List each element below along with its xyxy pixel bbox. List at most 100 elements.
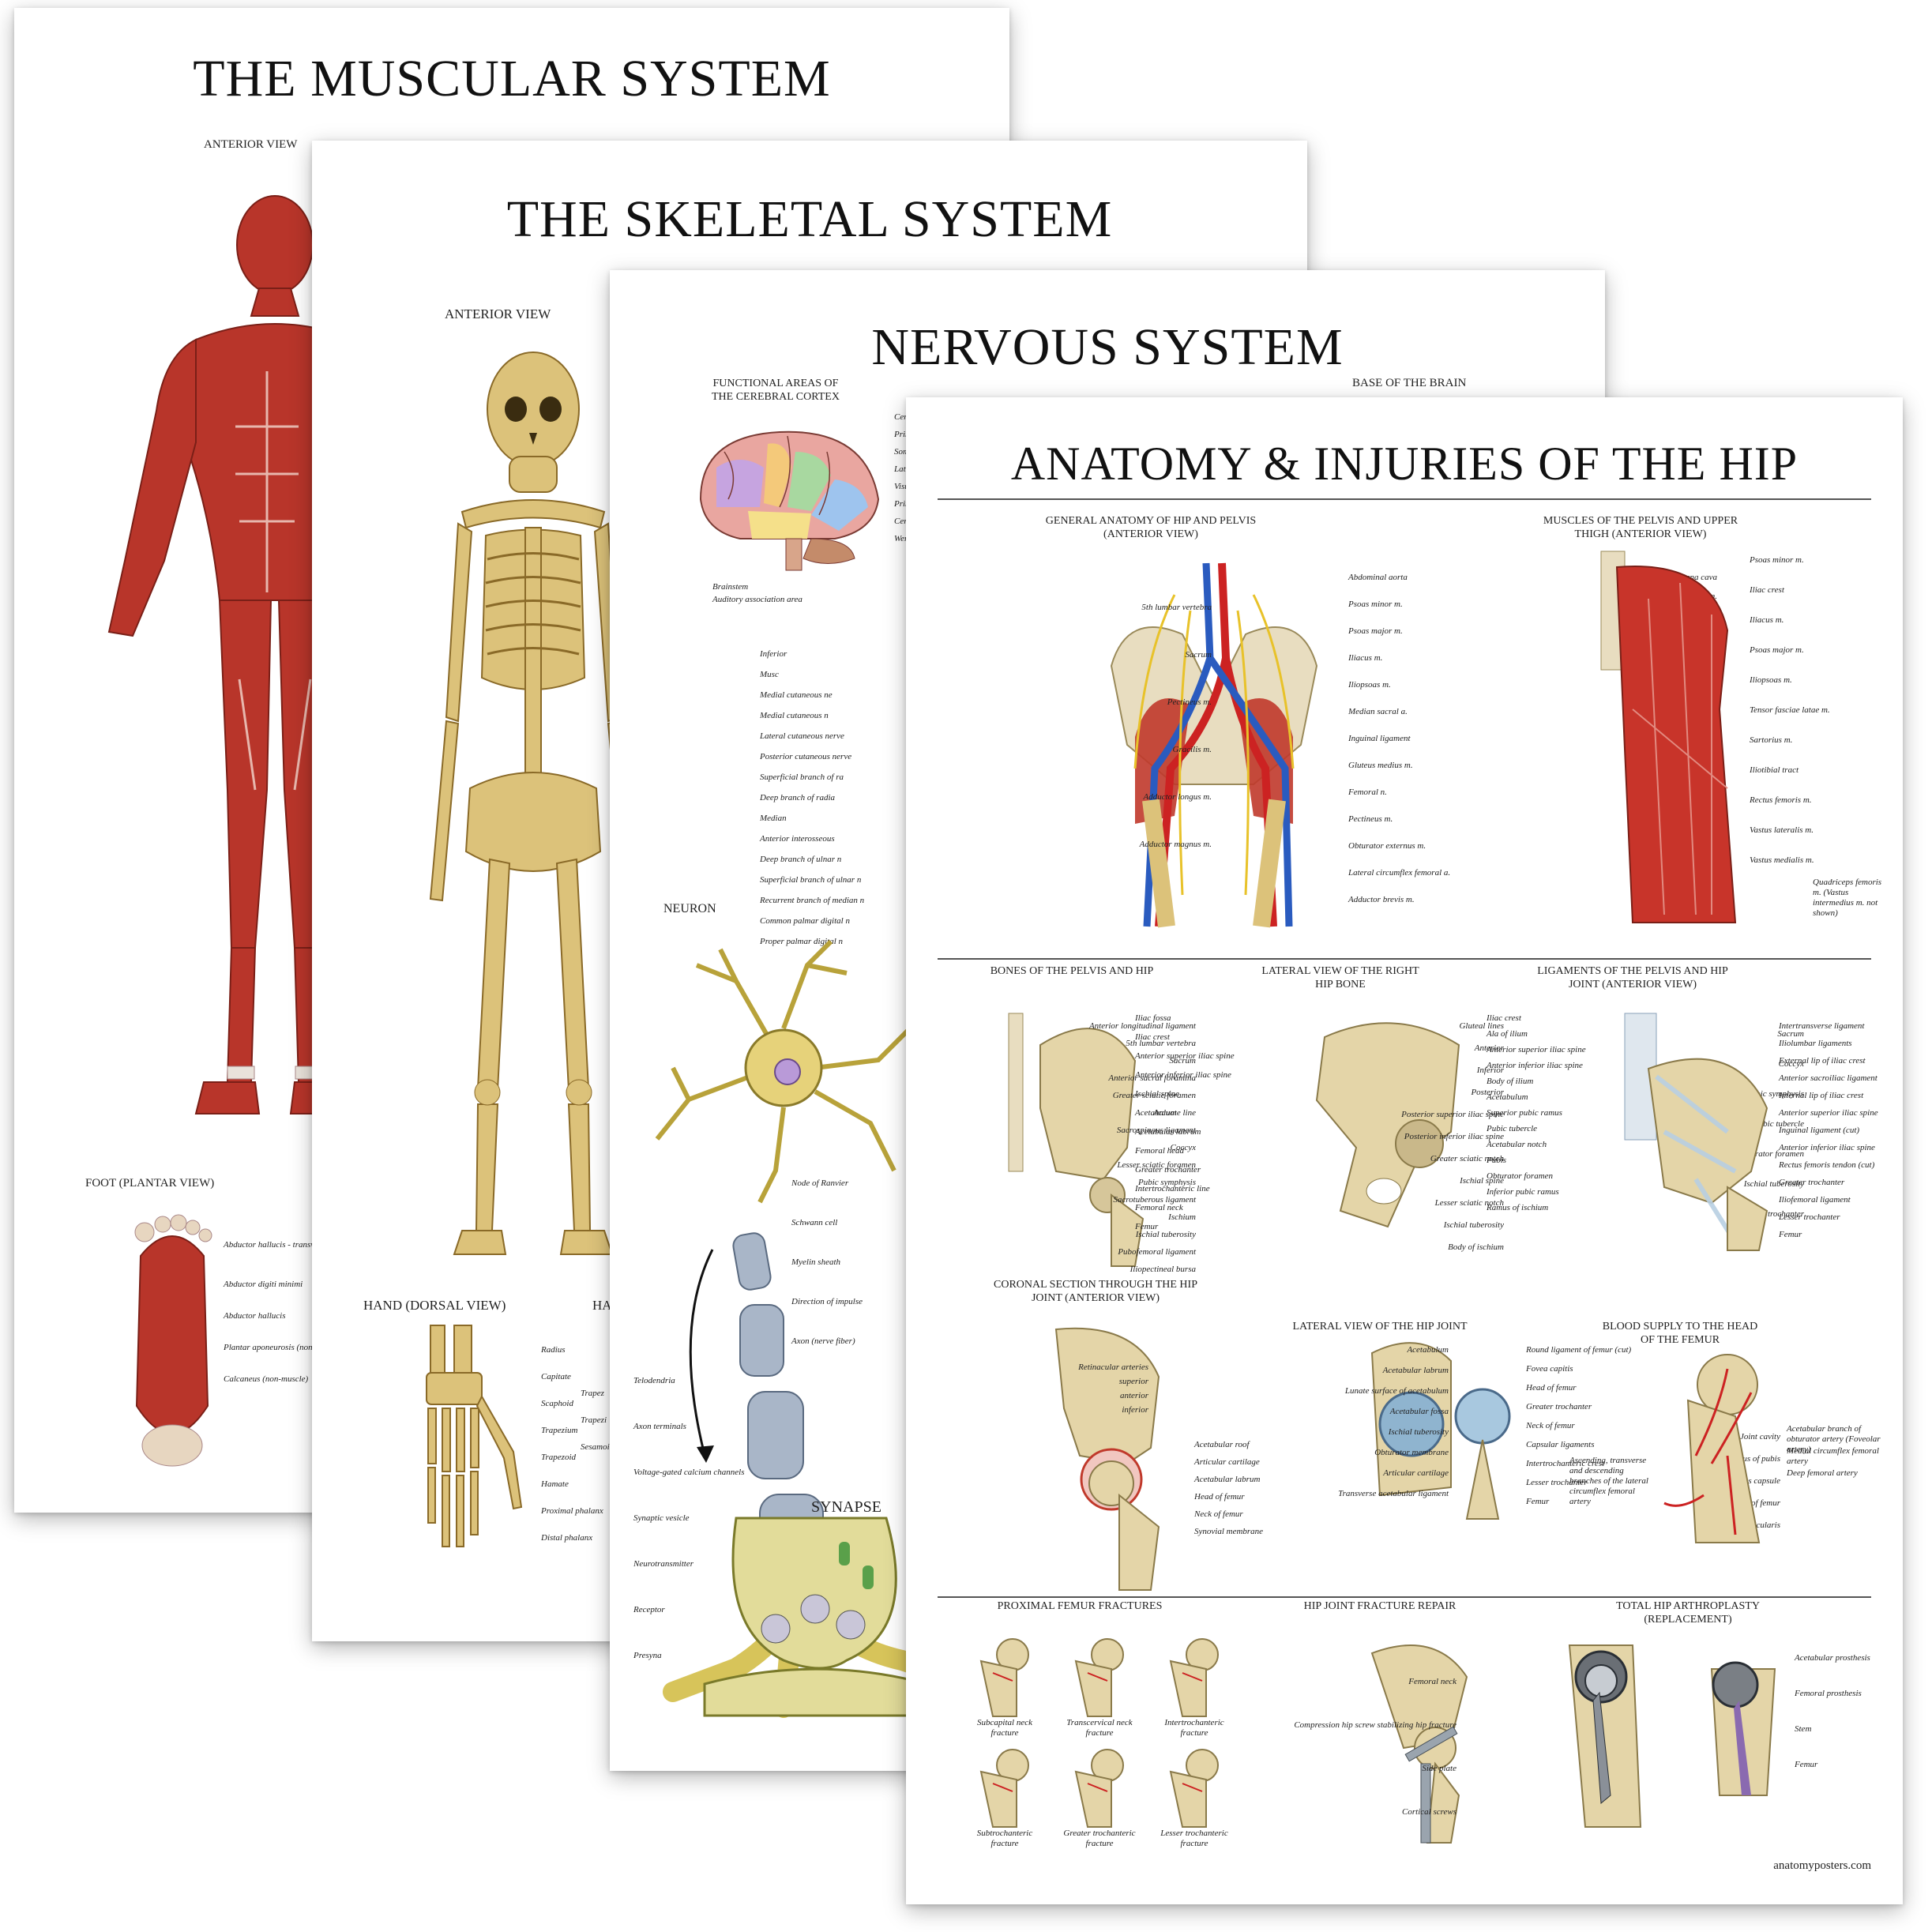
ligament-label: Internal lip of iliac crest — [1779, 1091, 1864, 1100]
nerve-label: Superficial branch of ra — [760, 772, 844, 782]
lateral-joint-label: Transverse acetabular ligament — [1338, 1489, 1449, 1498]
lateral-bone-label: Body of ischium — [1448, 1242, 1504, 1252]
lateral-hip-bone-figure — [1315, 1022, 1460, 1228]
coronal-label: Articular cartilage — [1194, 1457, 1260, 1467]
nerve-label: Median — [760, 814, 787, 823]
hip-muscle-label: Iliacus m. — [1750, 615, 1784, 625]
blood-supply-label: Medial circumflex femoral artery — [1787, 1446, 1879, 1466]
hip-muscle-label: Vastus medialis m. — [1750, 855, 1814, 865]
blood-supply-label: Deep femoral artery — [1787, 1468, 1858, 1478]
ligament-label: Intertransverse ligament — [1779, 1021, 1865, 1031]
ligament-label: Coccyx — [1170, 1143, 1196, 1152]
pelvis-bone-label: Ischial spine — [1135, 1089, 1179, 1099]
ligament-label: External lip of iliac crest — [1779, 1056, 1866, 1066]
lateral-bone-label: Iliac crest — [1487, 1013, 1521, 1023]
lateral-bone-label: Ischial tuberosity — [1443, 1220, 1504, 1230]
foot-figure — [134, 1214, 212, 1467]
nerve-label: Common palmar digital n — [760, 916, 850, 926]
section-repair: HIP JOINT FRACTURE REPAIR — [1303, 1600, 1457, 1612]
hand-bone-label: Distal phalanx — [541, 1533, 593, 1543]
pelvis-bone-label: Femur — [1135, 1222, 1159, 1231]
hip-anatomy-label: Gluteus medius m. — [1348, 761, 1413, 770]
pelvis-bone-label: Iliac crest — [1135, 1032, 1170, 1042]
hip-muscle-label: Tensor fasciae latae m. — [1750, 705, 1830, 715]
fracture-femur-figure — [1074, 1638, 1124, 1717]
hip-anatomy-label: Psoas minor m. — [1348, 600, 1403, 609]
ligament-label: Rectus femoris tendon (cut) — [1779, 1160, 1875, 1170]
lateral-bone-label: Inferior — [1476, 1066, 1504, 1075]
hip-anatomy-label: Obturator externus m. — [1348, 841, 1426, 851]
hand2-heading: HA — [592, 1298, 612, 1313]
synapse-heading: SYNAPSE — [811, 1498, 881, 1516]
hip-muscle-label: Psoas major m. — [1750, 645, 1804, 655]
hip-anatomy-label: Abdominal aorta — [1348, 573, 1408, 582]
arthroplasty-label: Stem — [1795, 1724, 1812, 1734]
arthroplasty-label: Femoral prosthesis — [1795, 1689, 1862, 1698]
hip-muscle-label: Rectus femoris m. — [1750, 795, 1812, 805]
hip-anatomy-label: Median sacral a. — [1348, 707, 1408, 716]
hand-bone-label: Proximal phalanx — [541, 1506, 603, 1516]
lateral-bone-label: Posterior — [1471, 1088, 1504, 1097]
pelvis-bone-label: Pubic tubercle — [1753, 1119, 1804, 1129]
neuron-label: Node of Ranvier — [791, 1178, 849, 1188]
ligament-label: Ischium — [1168, 1212, 1196, 1222]
pelvis-vessels-figure — [1110, 562, 1318, 928]
hand-bone-label: Trapezium — [541, 1426, 578, 1435]
ligament-label: Anterior sacroiliac ligament — [1779, 1073, 1877, 1083]
hand-bone-label: Trapezi — [581, 1415, 607, 1425]
repair-label: Femoral neck — [1408, 1677, 1457, 1686]
hip-muscle-label: Pectineus m. — [1167, 697, 1212, 707]
brain-figure — [699, 430, 880, 571]
ligament-label: Greater trochanter — [1779, 1178, 1845, 1187]
neuron-label: Synaptic vesicle — [633, 1513, 690, 1523]
nerve-label: Proper palmar digital n — [760, 937, 844, 946]
ligament-label: Sacrospinous ligament — [1116, 1126, 1196, 1135]
neuron-label: Presyna — [633, 1651, 662, 1660]
repair-label: Side plate — [1422, 1764, 1457, 1773]
pelvis-bone-label: Ischial tuberosity — [1743, 1179, 1804, 1189]
lateral-bone-label: Acetabular notch — [1487, 1140, 1547, 1149]
ligament-label: Iliofemoral ligament — [1779, 1195, 1851, 1205]
lateral-bone-label: Ramus of ischium — [1487, 1203, 1549, 1212]
blood-supply-label: Retinacular arteries — [1078, 1363, 1148, 1372]
lateral-joint-label: Greater trochanter — [1526, 1402, 1592, 1411]
lateral-bone-label: Anterior inferior iliac spine — [1487, 1061, 1583, 1070]
hip-anatomy-label: Pectineus m. — [1348, 814, 1393, 824]
lateral-joint-label: Acetabular fossa — [1389, 1407, 1449, 1416]
lateral-bone-label: Body of ilium — [1487, 1077, 1534, 1086]
lateral-bone-label: Gluteal lines — [1459, 1021, 1504, 1031]
lateral-joint-label: Femur — [1526, 1497, 1550, 1506]
hip-anatomy-label: Iliacus m. — [1348, 653, 1383, 663]
ligament-label: Anterior inferior iliac spine — [1779, 1143, 1875, 1152]
lateral-bone-label: Pubic tubercle — [1487, 1124, 1538, 1133]
neuron-label: Telodendria — [633, 1376, 675, 1385]
hip-rule-3 — [938, 1596, 1871, 1598]
lateral-bone-label: Lesser sciatic notch — [1434, 1198, 1504, 1208]
foot-label: Abductor hallucis — [224, 1311, 286, 1321]
coronal-label: Acetabular labrum — [1194, 1475, 1261, 1484]
hand-bone-label: Scaphoid — [541, 1399, 573, 1408]
coronal-label: Synovial membrane — [1194, 1527, 1264, 1536]
fracture-femur-figure — [1169, 1749, 1219, 1828]
lateral-bone-label: Ischial spine — [1460, 1176, 1504, 1186]
lateral-bone-label: Posterior superior iliac spine — [1401, 1110, 1504, 1119]
nerve-label: Anterior interosseous — [760, 834, 835, 844]
coronal-label: Joint cavity — [1739, 1432, 1780, 1441]
lateral-joint-label: Ischial tuberosity — [1388, 1427, 1449, 1437]
repair-label: Cortical screws — [1402, 1807, 1457, 1817]
ligament-label: Ischial tuberosity — [1135, 1230, 1196, 1239]
pelvis-bone-label: Anterior inferior iliac spine — [1135, 1070, 1231, 1080]
lateral-joint-label: Lunate surface of acetabulum — [1344, 1386, 1449, 1396]
hip-muscle-label: 5th lumbar vertebra — [1141, 603, 1212, 612]
nerve-label: Superficial branch of ulnar n — [760, 875, 862, 885]
lateral-joint-label: Obturator membrane — [1374, 1448, 1449, 1457]
lateral-bone-label: Obturator foramen — [1487, 1171, 1554, 1181]
blood-supply-label: superior — [1118, 1377, 1148, 1386]
base-brain-heading: BASE OF THE BRAIN — [1352, 377, 1467, 389]
pelvis-bone-label: Acetabular labrum — [1135, 1127, 1201, 1137]
muscular-title: THE MUSCULAR SYSTEM — [193, 50, 831, 107]
repair-label: Compression hip screw stabilizing hip fr… — [1294, 1720, 1457, 1730]
